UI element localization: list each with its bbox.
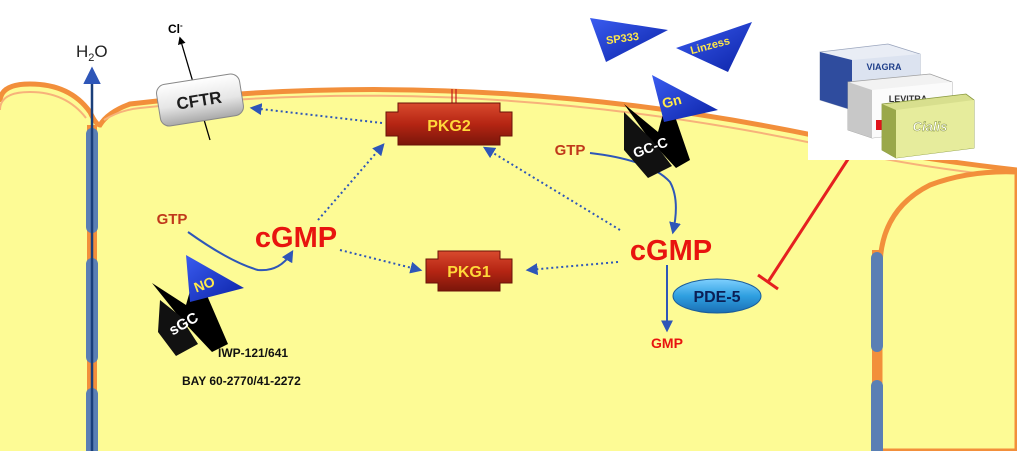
pkg2-label: PKG2 [427, 118, 471, 135]
cgmp-left-to-pkg2-arrow [317, 143, 385, 221]
linzess-drug: Linzess [676, 22, 752, 72]
pde5-inhibition [757, 149, 856, 291]
pkg1-kinase: PKG1 [425, 250, 513, 292]
cgmp-left-label: cGMP [255, 222, 337, 254]
pde5-enzyme: PDE-5 [672, 278, 762, 314]
sgc-receptor: sGC NO [152, 255, 244, 356]
sp333-label: SP333 [605, 31, 639, 47]
solid-arrows [187, 152, 681, 333]
levitra-text: LEVITRA [889, 94, 928, 104]
viagra-text: VIAGRA [866, 62, 902, 72]
no-triangle [186, 255, 244, 302]
cgmp-left-to-pkg1-arrow [339, 249, 423, 274]
water-flow: H2O [76, 42, 108, 451]
pkg2-kinase: PKG2 [385, 89, 513, 146]
no-label: NO [192, 273, 217, 295]
pde5-label: PDE-5 [693, 289, 740, 306]
water-label: H2O [76, 42, 108, 64]
sp333-drug: SP333 [590, 18, 668, 62]
dotted-arrows [249, 103, 621, 276]
gn-label: Gn [660, 91, 683, 111]
chloride-label: Cl- [168, 21, 183, 36]
cgmp-right-label: cGMP [630, 235, 712, 267]
gtp-right-to-cgmp-arrow [589, 152, 681, 235]
right-junction [871, 250, 883, 451]
cialis-text: Cialis [913, 119, 948, 134]
gn-triangle [652, 75, 718, 122]
cgmp-right-to-pkg2-arrow [482, 146, 621, 231]
gtp-right-label: GTP [555, 142, 586, 159]
iwp-label: IWP-121/641 [218, 346, 288, 360]
gmp-label: GMP [651, 335, 683, 351]
cgmp-right-to-pkg1-arrow [525, 261, 619, 276]
bay-label: BAY 60-2770/41-2272 [182, 374, 301, 388]
gtp-left-to-cgmp-arrow [187, 231, 294, 272]
pkg2-to-cftr-arrow [249, 103, 383, 124]
gtp-left-label: GTP [157, 211, 188, 228]
cialis-box: Cialis [881, 93, 975, 159]
gcc-receptor: GC-C Gn [624, 75, 718, 178]
pkg1-label: PKG1 [447, 264, 491, 281]
cftr-channel: Cl- CFTR [156, 21, 244, 141]
neighbour-cell [877, 169, 1017, 451]
pde5-inhibitor-boxes: VIAGRA LEVITRA Cialis [808, 37, 976, 160]
